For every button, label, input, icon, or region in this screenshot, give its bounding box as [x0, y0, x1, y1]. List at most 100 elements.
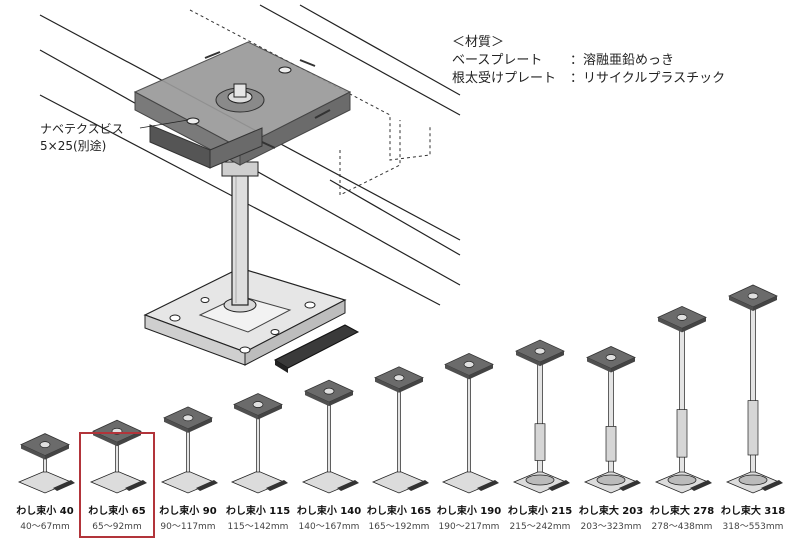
product-model: [160, 406, 218, 494]
spec-row-receiving-plate: 根太受けプレート ：リサイクルプラスチック: [452, 70, 725, 88]
top-plate-side: [117, 431, 141, 447]
product-name: わし束小 215: [507, 506, 573, 517]
rubber-pad: [125, 480, 147, 491]
top-plate-side: [729, 296, 753, 311]
top-plate-side: [540, 351, 564, 367]
spec-label: 根太受けプレート: [452, 71, 557, 86]
top-plate-side: [658, 317, 682, 333]
joist-receiving-plate: [133, 41, 352, 169]
rubber-pad: [548, 480, 570, 491]
base-hole: [239, 346, 251, 354]
top-plate-side: [329, 391, 353, 407]
callout-leader: [139, 119, 189, 129]
product-model: [301, 379, 359, 494]
top-plate-side: [164, 417, 188, 433]
product-range: 278～438mm: [651, 522, 713, 532]
post-sleeve: [605, 426, 617, 462]
top-plate-side: [682, 317, 706, 333]
center-nut: [323, 387, 335, 395]
rubber-pad: [196, 480, 218, 491]
post: [221, 161, 259, 313]
post-sleeve: [534, 423, 546, 461]
product-name: わし束小 165: [366, 506, 432, 517]
product-range: 190～217mm: [438, 522, 500, 532]
product-range: 318～553mm: [722, 522, 784, 532]
product-name: わし束小 40: [16, 506, 74, 517]
top-plate-side: [445, 364, 469, 380]
base-hole: [200, 297, 210, 303]
top-plate-side: [399, 377, 423, 393]
spec-value: ：リサイクルプラスチック: [570, 71, 726, 86]
product-model: [89, 419, 147, 494]
product-range: 203～323mm: [580, 522, 642, 532]
product-name: わし束大 278: [649, 506, 715, 517]
spec-row-base-plate: ベースプレート ：溶融亜鉛めっき: [452, 52, 725, 70]
base-hole: [304, 301, 316, 309]
rubber-pad: [407, 480, 429, 491]
center-nut: [182, 414, 194, 422]
post-foot: [596, 474, 626, 486]
joist-back-edge-2: [299, 4, 461, 96]
top-plate-side: [188, 417, 212, 433]
product-range: 65～92mm: [92, 522, 142, 532]
center-nut: [747, 292, 759, 300]
top-plate-side: [469, 364, 493, 380]
base-hole: [169, 314, 181, 322]
rubber-pad: [619, 480, 641, 491]
top-plate-side: [93, 431, 117, 447]
top-plate-side: [611, 357, 635, 373]
rubber-pad: [761, 480, 783, 491]
product-model: [230, 393, 288, 494]
product-range: 40～67mm: [20, 522, 70, 532]
product-model: [17, 433, 75, 494]
rubber-pad: [273, 324, 360, 373]
product-name: わし束小 140: [296, 506, 362, 517]
base-plate: [143, 267, 347, 366]
rubber-pad: [53, 480, 75, 491]
dashed-outline-2: [339, 120, 401, 196]
post-sleeve: [747, 400, 759, 456]
top-plate-side: [375, 377, 399, 393]
spec-label: ベースプレート: [452, 53, 543, 68]
product-model: [371, 366, 429, 494]
center-nut: [393, 374, 405, 382]
post-foot: [667, 474, 697, 486]
center-nut: [534, 347, 546, 355]
screw-head: [278, 66, 292, 74]
screw-head: [186, 117, 200, 125]
product-name: わし束小 90: [159, 506, 217, 517]
product-model: [583, 346, 641, 494]
post-foot: [525, 474, 555, 486]
center-nut: [605, 354, 617, 361]
top-plate-side: [753, 296, 777, 311]
product-range: 165～192mm: [368, 522, 430, 532]
rubber-pad: [477, 480, 499, 491]
top-plate-side: [305, 391, 329, 407]
selected-product-highlight: [79, 432, 155, 538]
product-range: 90～117mm: [160, 522, 216, 532]
product-model: [725, 284, 783, 494]
post-sleeve: [676, 409, 688, 458]
screw-callout: ナベテクスビス 5×25(別途): [40, 121, 124, 155]
top-plate-side: [234, 404, 258, 420]
rubber-pad: [337, 480, 359, 491]
callout-line-2: 5×25(別途): [40, 139, 107, 153]
base-hole: [270, 329, 280, 335]
center-nut: [39, 441, 51, 448]
spec-value: ：溶融亜鉛めっき: [570, 53, 675, 68]
center-nut: [252, 401, 264, 408]
post-foot: [738, 474, 768, 486]
product-range: 115～142mm: [227, 522, 289, 532]
product-name: わし束大 318: [720, 506, 786, 517]
material-spec: ＜材質＞ ベースプレート ：溶融亜鉛めっき 根太受けプレート ：リサイクルプラスチッ…: [452, 34, 725, 88]
callout-line-1: ナベテクスビス: [40, 122, 124, 136]
product-name: わし束小 115: [225, 506, 291, 517]
product-model: [654, 305, 712, 494]
center-nut: [676, 314, 688, 321]
center-nut: [463, 361, 475, 368]
spec-heading: ＜材質＞: [452, 35, 505, 50]
product-model: [512, 339, 570, 494]
product-name: わし束小 65: [88, 506, 146, 517]
